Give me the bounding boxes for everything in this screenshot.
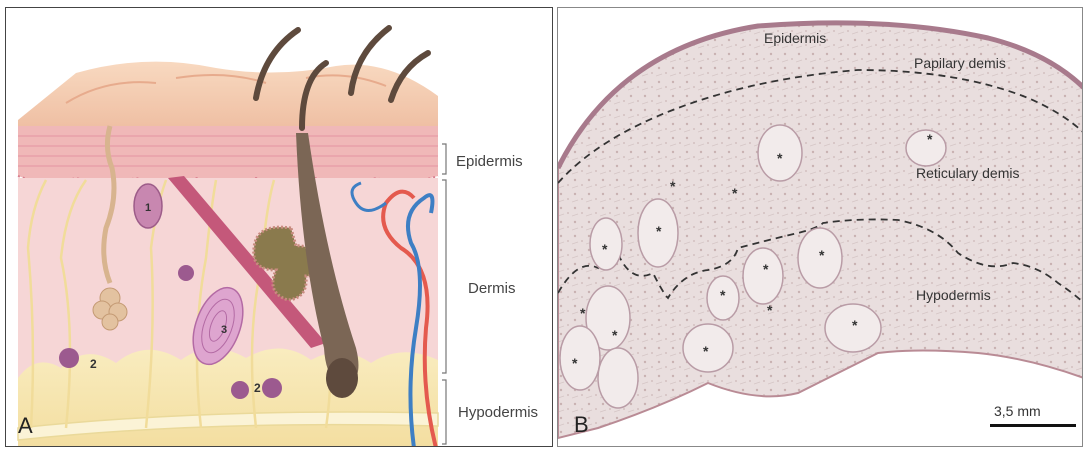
asterisk: * — [572, 355, 578, 371]
label-papillary-dermis: Papilary demis — [914, 55, 1006, 71]
asterisk: * — [767, 302, 773, 318]
asterisk: * — [763, 261, 769, 277]
receptor-small — [231, 381, 249, 399]
histology-image: * * * * * * * * * * * * * * * Epidermis … — [558, 8, 1083, 447]
scale-bar — [990, 424, 1076, 427]
label-reticular-dermis: Reticulary demis — [916, 165, 1019, 181]
asterisk: * — [927, 131, 933, 147]
marker-2a: 2 — [90, 357, 97, 371]
skin-schematic: 1 3 2 2 — [6, 8, 553, 447]
label-dermis-a: Dermis — [468, 280, 516, 297]
marker-2b: 2 — [254, 381, 261, 395]
panel-letter-b: B — [574, 412, 589, 437]
asterisk: * — [852, 317, 858, 333]
layer-brackets — [442, 144, 446, 444]
asterisk: * — [580, 305, 586, 321]
label-epidermis-b: Epidermis — [764, 30, 826, 46]
label-hypodermis-a: Hypodermis — [458, 404, 538, 421]
scale-bar-label: 3,5 mm — [994, 403, 1041, 419]
panel-a-schematic: 1 3 2 2 — [5, 7, 553, 447]
label-epidermis-a: Epidermis — [456, 153, 523, 170]
panel-letter-a: A — [18, 413, 33, 438]
asterisk: * — [612, 327, 618, 343]
hair-bulb — [326, 358, 358, 398]
epidermis-band — [18, 126, 438, 182]
receptor-small — [262, 378, 282, 398]
asterisk: * — [732, 185, 738, 201]
panel-b-histology: * * * * * * * * * * * * * * * Epidermis … — [557, 7, 1083, 447]
asterisk: * — [703, 343, 709, 359]
asterisk: * — [819, 247, 825, 263]
asterisk: * — [670, 178, 676, 194]
asterisk: * — [720, 287, 726, 303]
asterisk: * — [777, 150, 783, 166]
marker-1: 1 — [145, 202, 151, 214]
asterisk: * — [602, 241, 608, 257]
asterisk: * — [656, 223, 662, 239]
receptor-small — [59, 348, 79, 368]
marker-3: 3 — [221, 324, 227, 336]
receptor-small — [178, 265, 194, 281]
label-hypodermis-b: Hypodermis — [916, 287, 991, 303]
